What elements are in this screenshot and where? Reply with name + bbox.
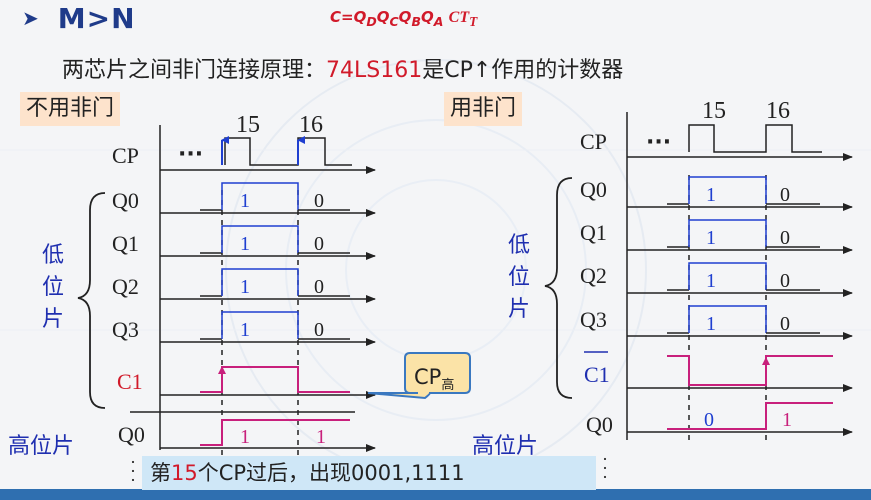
signal-cp-right: CP bbox=[580, 129, 607, 154]
value-q3-one: 1 bbox=[240, 319, 250, 341]
value-q2-one: 1 bbox=[240, 276, 250, 298]
value-q1-one: 1 bbox=[240, 233, 250, 255]
value-q3-zero-right: 0 bbox=[780, 313, 790, 335]
left-timing-diagram: ··· 15 16 CP Q0 Q1 Q2 Q3 C1 Q0 1 0 1 0 1… bbox=[42, 112, 471, 455]
right-timing-diagram: ··· 15 16 CP Q0 Q1 Q2 Q3 C1 Q0 1 0 1 0 1… bbox=[508, 98, 853, 440]
signal-q1: Q1 bbox=[112, 231, 139, 256]
signal-q3-right: Q3 bbox=[580, 307, 607, 332]
bottom-strip bbox=[0, 489, 871, 500]
value-q0-zero: 0 bbox=[314, 190, 324, 212]
signal-c1-bar-right: C1 bbox=[584, 362, 610, 387]
tag-without-inverter: 不用非门 bbox=[20, 92, 121, 126]
value-high-q0-one-b: 1 bbox=[316, 426, 326, 448]
low-chip-char-3-left: 片 bbox=[42, 307, 64, 332]
principle-text: 两芯片之间非门连接原理：74LS161是CP↑作用的计数器 bbox=[62, 58, 624, 83]
signal-high-q0-right: Q0 bbox=[586, 412, 613, 437]
signal-q0-right: Q0 bbox=[580, 177, 607, 202]
low-chip-brace-right bbox=[544, 177, 573, 399]
value-q2-one-right: 1 bbox=[706, 270, 716, 292]
continuation-dots-right: ··· bbox=[602, 449, 608, 487]
value-q3-zero: 0 bbox=[314, 319, 324, 341]
pulse-label-16: 16 bbox=[299, 112, 323, 138]
low-chip-char-1-right: 低 bbox=[508, 233, 530, 258]
low-chip-brace-left bbox=[77, 192, 106, 409]
signal-c1: C1 bbox=[117, 369, 143, 394]
signal-q2-right: Q2 bbox=[580, 263, 607, 288]
value-high-q0-one: 1 bbox=[240, 426, 250, 448]
high-chip-label-right: 高位片 bbox=[472, 434, 539, 459]
value-high-q0-zero-right: 0 bbox=[704, 409, 714, 431]
low-chip-char-1-left: 低 bbox=[42, 243, 64, 268]
carry-formula: C=QDQCQBQA CTT bbox=[330, 8, 478, 30]
cp-high-callout: CP高 bbox=[367, 352, 471, 400]
observation-note: 第15个CP过后，出现0001,1111 bbox=[142, 456, 596, 490]
value-q0-one: 1 bbox=[240, 190, 250, 212]
tag-with-inverter: 用非门 bbox=[444, 92, 523, 126]
value-q1-zero: 0 bbox=[314, 233, 324, 255]
value-q1-zero-right: 0 bbox=[780, 227, 790, 249]
signal-q0: Q0 bbox=[112, 188, 139, 213]
low-chip-char-2-left: 位 bbox=[42, 275, 64, 300]
high-chip-label-left: 高位片 bbox=[8, 434, 75, 459]
continuation-dots-left: ··· bbox=[130, 452, 136, 490]
low-chip-char-3-right: 片 bbox=[508, 297, 530, 322]
value-q3-one-right: 1 bbox=[706, 313, 716, 335]
value-q2-zero: 0 bbox=[314, 276, 324, 298]
pulse-label-15: 15 bbox=[236, 112, 260, 138]
value-q1-one-right: 1 bbox=[706, 227, 716, 249]
value-q0-one-right: 1 bbox=[706, 184, 716, 206]
low-chip-char-2-right: 位 bbox=[508, 265, 530, 290]
value-high-q0-one-right: 1 bbox=[782, 409, 792, 431]
pulse-label-16-right: 16 bbox=[766, 98, 790, 124]
svg-text:CP高: CP高 bbox=[414, 365, 454, 393]
signal-q1-right: Q1 bbox=[580, 220, 607, 245]
value-q0-zero-right: 0 bbox=[780, 184, 790, 206]
signal-cp: CP bbox=[112, 143, 139, 168]
cp-ellipsis-right: ··· bbox=[646, 130, 671, 155]
cp-ellipsis: ··· bbox=[178, 142, 203, 167]
signal-q3: Q3 bbox=[112, 317, 139, 342]
signal-q2: Q2 bbox=[112, 274, 139, 299]
arrow-bullet-icon: ➤ bbox=[22, 6, 40, 30]
pulse-label-15-right: 15 bbox=[702, 98, 726, 124]
signal-high-q0: Q0 bbox=[118, 422, 145, 447]
value-q2-zero-right: 0 bbox=[780, 270, 790, 292]
slide-heading: ➤M>N bbox=[22, 2, 136, 35]
